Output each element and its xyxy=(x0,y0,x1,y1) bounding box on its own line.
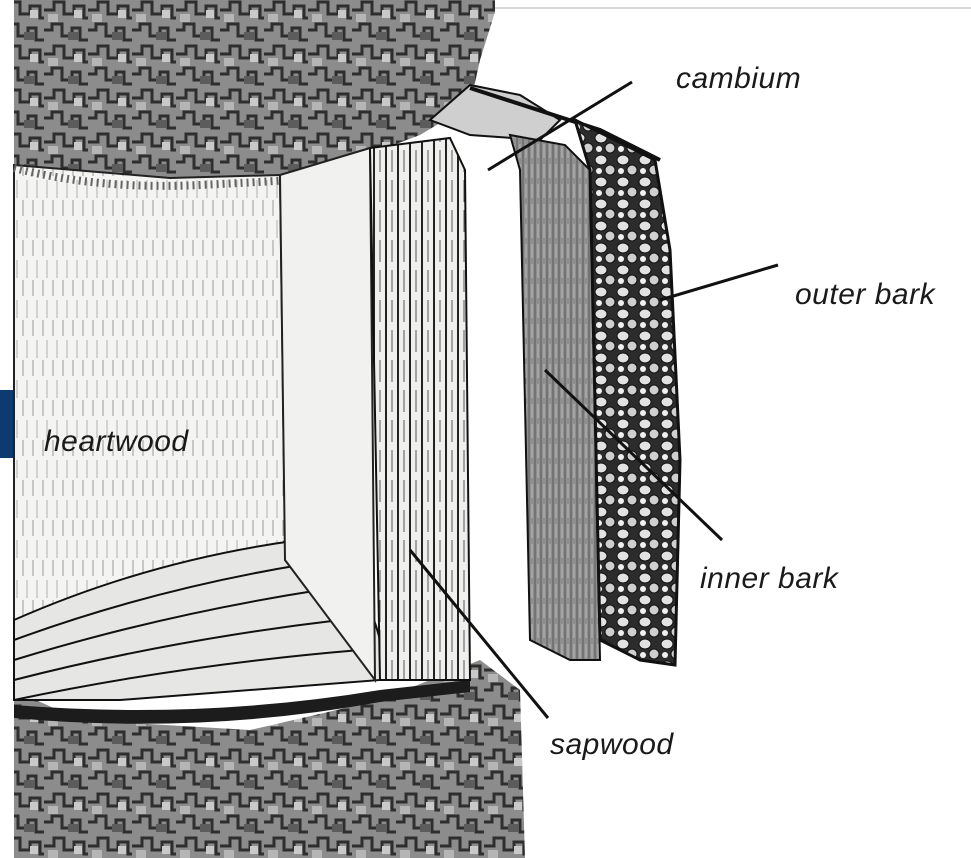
outer-bark-label: outer bark xyxy=(795,278,935,312)
heartwood-label: heartwood xyxy=(44,425,189,459)
cambium-label: cambium xyxy=(676,62,801,96)
inner-bark-slab xyxy=(510,135,600,660)
sapwood-striped-slab xyxy=(370,138,470,680)
sapwood-label: sapwood xyxy=(550,728,674,762)
outer-bark-leader-line xyxy=(660,265,778,300)
inner-bark-label: inner bark xyxy=(700,562,838,596)
